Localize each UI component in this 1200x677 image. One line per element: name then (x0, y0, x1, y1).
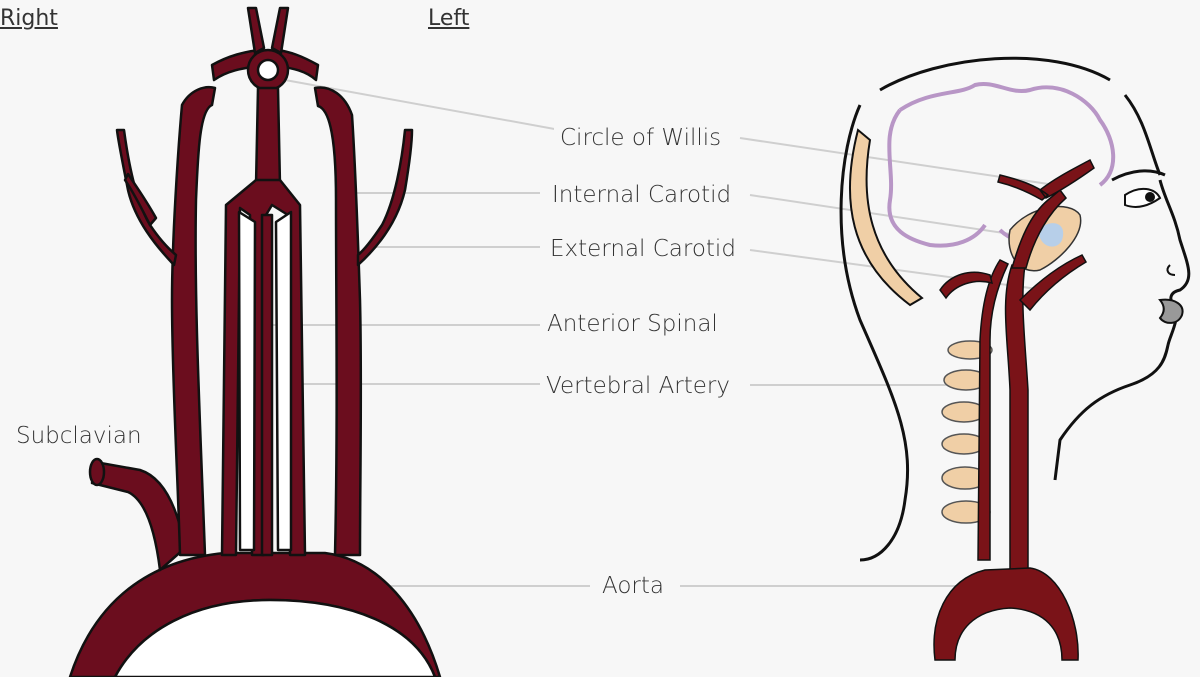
forehead-outline (1123, 94, 1162, 176)
side-vertebral-loop (939, 271, 994, 300)
left-external-carotid (356, 128, 414, 267)
aortic-arch-lumen (113, 598, 437, 677)
right-external-carotid (115, 128, 178, 267)
lips (1158, 298, 1184, 324)
nostril (1166, 264, 1176, 276)
left-internal-carotid (313, 86, 363, 557)
side-vertebral-artery (977, 259, 1009, 561)
right-external-carotid-branch (123, 172, 158, 227)
occipital-bone (848, 128, 924, 307)
pupil (1145, 192, 1155, 202)
side-common-carotid (1004, 264, 1029, 576)
vertebral-gap-left (237, 210, 257, 552)
subclavian-opening (88, 457, 106, 487)
cervical-vertebrae (941, 340, 993, 524)
right-internal-carotid (170, 86, 217, 557)
orientation-left-label: Left (428, 6, 470, 31)
leader-lines (268, 79, 1056, 587)
anterior-cerebral-arteries (246, 6, 290, 55)
label-circle-of-willis: Circle of Willis (554, 124, 728, 152)
label-anterior-spinal: Anterior Spinal (541, 310, 724, 338)
orientation-right-label: Right (0, 6, 58, 31)
back-of-head-outline (839, 104, 909, 562)
circle-of-willis-center (256, 58, 280, 82)
front-view (68, 6, 442, 677)
label-subclavian: Subclavian (16, 423, 142, 449)
anterior-spinal-artery (260, 213, 274, 557)
label-external-carotid: External Carotid (544, 235, 742, 263)
label-vertebral-artery: Vertebral Artery (540, 372, 736, 400)
eyebrow (1111, 169, 1166, 182)
side-external-carotid (1018, 254, 1088, 312)
side-view (839, 56, 1191, 661)
side-circle-of-willis (997, 158, 1095, 201)
skull-outline (879, 56, 1111, 92)
side-aortic-arch (933, 567, 1079, 661)
ear-canal (1038, 223, 1064, 247)
basilar-artery (254, 86, 282, 187)
subclavian-artery (90, 460, 187, 572)
label-internal-carotid: Internal Carotid (546, 181, 738, 209)
label-aorta: Aorta (596, 572, 670, 600)
side-internal-carotid (1011, 188, 1068, 269)
vertebral-gap-right (274, 210, 293, 552)
